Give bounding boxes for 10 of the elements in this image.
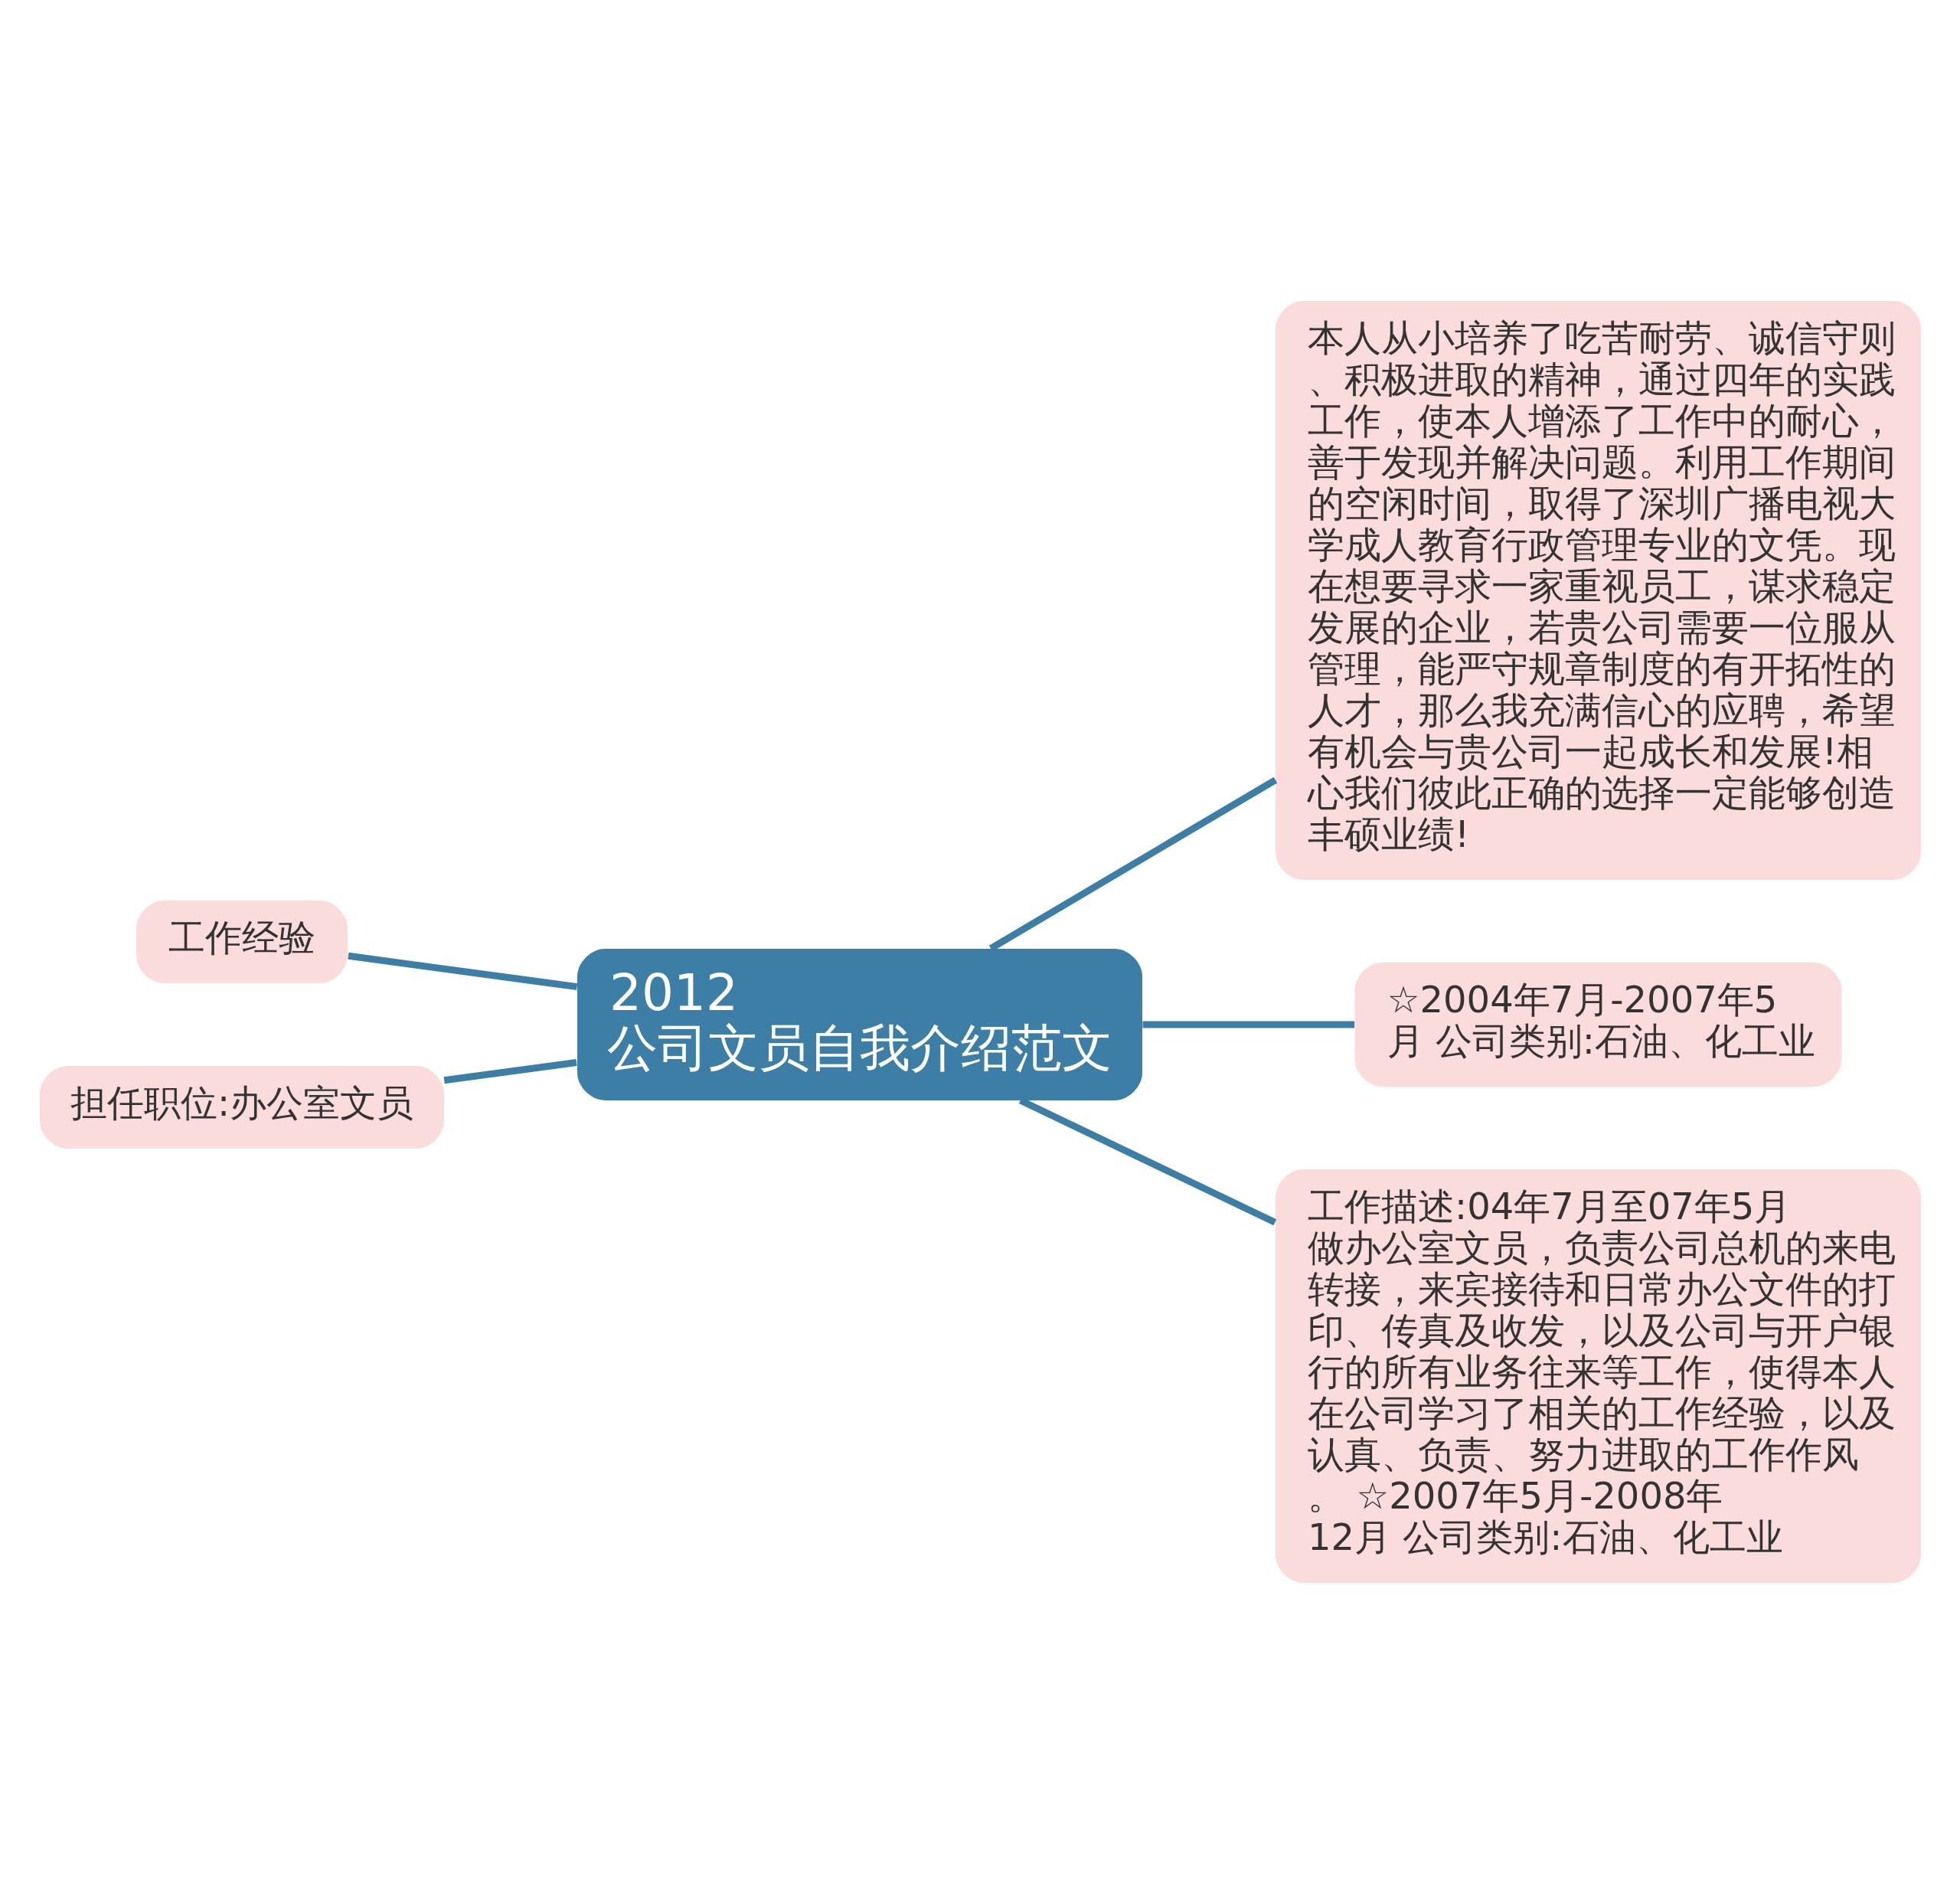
connector xyxy=(988,776,1277,951)
connector xyxy=(1142,1021,1354,1028)
node-box: 工作描述:04年7月至07年5月做办公室文员，负责公司总机的来电转接，来宾接待和日常办公文件的打印、传真及收发，以及公司与开户银行的所有业务往来等工作，使得本人在公司学习了相关的工作经验，以及认真、负责、努力进取的工作作风。 ☆2007年5月-2008年12月 公司类别:石油、化工业 xyxy=(1275,1169,1921,1583)
node-box: 担任职位:办公室文员 xyxy=(39,1065,444,1149)
connector xyxy=(347,952,577,990)
node-box: 2012 公司文员自我介绍范文 xyxy=(577,948,1142,1100)
node-box: 工作经验 xyxy=(136,900,348,983)
node-box: ☆2004年7月-2007年5月 公司类别:石油、化工业 xyxy=(1354,962,1841,1087)
node-box: 本人从小培养了吃苦耐劳、诚信守则、积极进取的精神，通过四年的实践工作，使本人增添了工作中的耐心，善于发现并解决问题。利用工作期间的空闲时间，取得了深圳广播电视大学成人教育行政管理专业的文凭。现在想要寻求一家重视员工，谋求稳定发展的企业，若贵公司需要一位服从管理，能严守规章制度的有开拓性的人才，那么我充满信心的应聘，希望有机会与贵公司一起成长和发展!相心我们彼此正确的选择一定能够创造丰硕业绩! xyxy=(1275,300,1921,880)
connector xyxy=(443,1058,577,1084)
